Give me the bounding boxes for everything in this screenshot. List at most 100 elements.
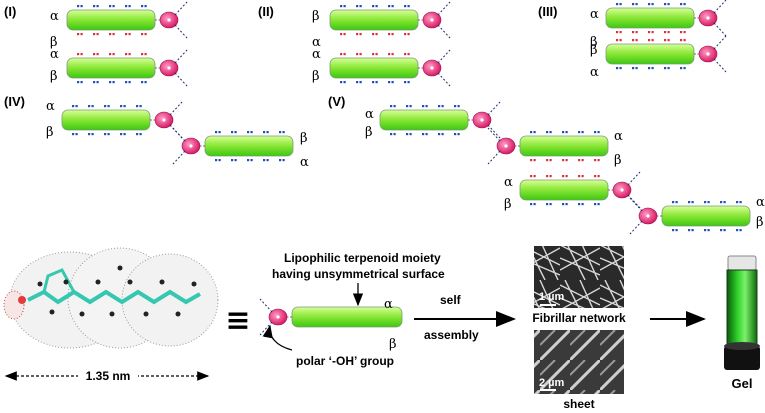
hbond-dots xyxy=(215,131,285,134)
beta-face-label: β xyxy=(389,337,397,352)
alpha-face-label: α xyxy=(50,47,59,62)
beta-face-label: β xyxy=(504,197,512,212)
sem1-caption: Fibrillar network xyxy=(532,311,626,325)
hbond-dots xyxy=(390,105,460,108)
hbond-dots xyxy=(616,31,686,34)
beta-face-label: β xyxy=(300,131,308,146)
beta-face-label: β xyxy=(590,43,598,58)
oh-pointer-arrow xyxy=(262,324,293,351)
beta-face-label: β xyxy=(312,9,320,24)
hbond-dots xyxy=(77,5,147,8)
hbond-dots xyxy=(616,67,686,70)
head-dot xyxy=(504,144,508,148)
head-dot xyxy=(430,18,434,22)
hbond-dots xyxy=(72,133,142,136)
terpenoid-rod xyxy=(661,205,751,227)
head-dot xyxy=(167,18,171,22)
terpenoid-rod xyxy=(204,135,294,157)
sem1-scale-label: 1 µm xyxy=(539,291,565,303)
hbond-dots xyxy=(390,133,460,136)
hbond-dots xyxy=(530,159,600,162)
head-dot xyxy=(167,66,171,70)
tail-line xyxy=(487,101,501,116)
hbond-dots xyxy=(672,201,742,204)
terpenoid-rod xyxy=(379,109,469,131)
panel-label-ii: (II) xyxy=(258,4,274,19)
tail-line xyxy=(174,49,188,64)
tail-line xyxy=(437,1,451,16)
gel-caption: Gel xyxy=(732,376,753,391)
hbond-dots xyxy=(340,33,410,36)
tail-line xyxy=(629,220,643,235)
arrow-label-assembly: assembly xyxy=(424,328,479,342)
tail-line xyxy=(713,22,727,37)
tail-line xyxy=(174,24,188,39)
tail-line xyxy=(437,72,451,87)
head-dot xyxy=(189,144,193,148)
hbond-dots xyxy=(530,131,600,134)
alpha-face-label: α xyxy=(365,107,374,122)
hbond-dots xyxy=(530,175,600,178)
alpha-face-label: α xyxy=(614,129,623,144)
beta-face-label: β xyxy=(50,35,58,50)
alpha-face-label: α xyxy=(384,297,393,312)
tail-line xyxy=(487,150,501,165)
tail-line xyxy=(627,194,641,209)
tail-line xyxy=(437,49,451,64)
tail-line xyxy=(174,1,188,16)
tail-line xyxy=(437,24,451,39)
terpenoid-rod xyxy=(66,57,156,79)
beta-face-label: β xyxy=(50,69,58,84)
terpenoid-rod xyxy=(605,43,695,65)
head-dot xyxy=(706,16,710,20)
hbond-dots xyxy=(77,53,147,56)
terpenoid-rod xyxy=(329,57,419,79)
tail-line xyxy=(172,150,186,165)
tail-line xyxy=(174,72,188,87)
alpha-face-label: α xyxy=(300,155,309,170)
alpha-face-label: α xyxy=(46,99,55,114)
beta-face-label: β xyxy=(756,215,764,230)
tail-line xyxy=(487,127,501,142)
head-dot xyxy=(620,188,624,192)
tail-line xyxy=(259,298,273,313)
terpenoid-rod xyxy=(519,135,609,157)
scale-label-bg xyxy=(78,367,138,383)
sem2-caption: sheet xyxy=(563,397,594,411)
head-dot xyxy=(430,66,434,70)
alpha-face-label: α xyxy=(312,47,321,62)
alpha-face-label: α xyxy=(312,35,321,50)
tail-line xyxy=(629,197,643,212)
equivalence-symbol: ≡ xyxy=(225,303,250,338)
gel-vial xyxy=(724,255,760,370)
oh-group-label: polar ‘-OH’ group xyxy=(296,354,394,368)
sem2-scale-label: 2 µm xyxy=(539,377,565,389)
terpenoid-rod xyxy=(66,9,156,31)
hbond-dots xyxy=(530,203,600,206)
molecule-scale-label: 1.35 nm xyxy=(86,369,131,383)
hbond-dots xyxy=(672,229,742,232)
hbond-dots xyxy=(616,3,686,6)
terpenoid-label-line1: Lipophilic terpenoid moiety xyxy=(284,251,441,265)
panel-label-iii: (III) xyxy=(538,4,558,19)
tail-line xyxy=(627,171,641,186)
terpenoid-rod xyxy=(519,179,609,201)
molecule-model xyxy=(3,247,219,349)
tail-line xyxy=(713,35,727,50)
hbond-dots xyxy=(340,81,410,84)
head-dot xyxy=(162,118,166,122)
terpenoid-rod xyxy=(329,9,419,31)
hbond-dots xyxy=(340,53,410,56)
hbond-dots xyxy=(77,33,147,36)
sem-image-sheet: 2 µm xyxy=(534,330,624,394)
beta-face-label: β xyxy=(46,125,54,140)
hbond-dots xyxy=(340,5,410,8)
beta-face-label: β xyxy=(312,69,320,84)
alpha-face-label: α xyxy=(590,7,599,22)
head-dot xyxy=(276,315,280,319)
panel-label-i: (I) xyxy=(4,4,16,19)
alpha-face-label: α xyxy=(504,175,513,190)
tail-line xyxy=(487,124,501,139)
arrow-label-self: self xyxy=(440,293,462,307)
